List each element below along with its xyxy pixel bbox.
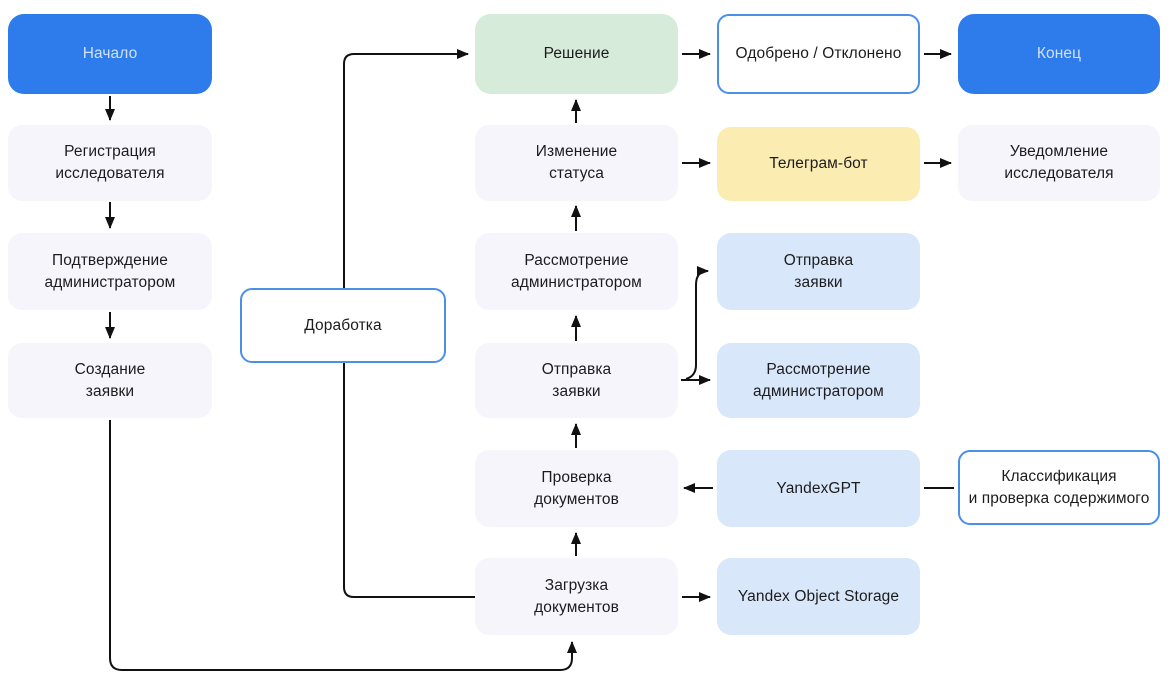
node-notification-label-1: Уведомление (1009, 143, 1109, 160)
node-confirmation-label-1: Подтверждение (51, 251, 169, 269)
node-admin-review-ext-label-1: Рассмотрение (766, 360, 871, 378)
edge-submit-submitext (685, 266, 709, 380)
node-registration: Регистрация исследователя (8, 125, 212, 201)
node-classification-label-1: Классификация (1001, 467, 1117, 485)
node-status-change-label-2: статуса (549, 165, 604, 182)
node-admin-review-label-2: администратором (511, 273, 642, 291)
node-rework-label: Доработка (304, 316, 382, 334)
node-confirmation-label-2: администратором (44, 273, 176, 291)
node-end-label: Конец (1036, 45, 1082, 62)
node-start-label: Начало (82, 45, 138, 62)
node-classification-label-2: и проверка содержимого (968, 489, 1150, 507)
node-status-change-label-1: Изменение (535, 143, 618, 160)
node-doc-upload: Загрузка документов (475, 558, 678, 635)
node-submit-request-ext: Отправка заявки (717, 233, 920, 310)
node-telegram-bot-label: Телеграм-бот (769, 155, 868, 172)
node-decision: Решение (475, 14, 678, 94)
node-yandex-object-storage-label: Yandex Object Storage (737, 587, 900, 605)
node-creation-label-2: заявки (85, 382, 135, 400)
node-creation: Создание заявки (8, 343, 212, 418)
node-submit-request-label-2: заявки (552, 382, 601, 400)
node-notification: Уведомление исследователя (958, 125, 1160, 201)
node-classification: Классификация и проверка содержимого (958, 450, 1160, 525)
node-end: Конец (958, 14, 1160, 94)
node-yandex-gpt-label: YandexGPT (776, 479, 861, 497)
node-admin-review-ext-label-2: администратором (753, 382, 884, 400)
node-approved-rejected-label: Одобрено / Отклонено (735, 45, 902, 62)
node-yandex-gpt: YandexGPT (717, 450, 920, 527)
node-doc-check: Проверка документов (475, 450, 678, 527)
node-decision-label: Решение (543, 45, 610, 62)
node-submit-request-ext-label-1: Отправка (783, 251, 854, 269)
node-doc-check-label-1: Проверка (541, 468, 612, 486)
node-yandex-object-storage: Yandex Object Storage (717, 558, 920, 635)
node-notification-label-2: исследователя (1004, 165, 1114, 182)
node-admin-review-label-1: Рассмотрение (524, 251, 629, 269)
node-doc-upload-label-1: Загрузка (544, 576, 609, 594)
node-registration-label-2: исследователя (55, 165, 165, 182)
node-rework: Доработка (240, 288, 446, 363)
node-creation-label-1: Создание (74, 360, 146, 378)
node-telegram-bot: Телеграм-бот (717, 127, 920, 201)
node-admin-review: Рассмотрение администратором (475, 233, 678, 310)
node-start: Начало (8, 14, 212, 94)
node-registration-label-1: Регистрация (64, 143, 156, 160)
node-confirmation: Подтверждение администратором (8, 233, 212, 310)
edge-creation-docupload (109, 420, 577, 671)
node-submit-request-label-1: Отправка (541, 360, 612, 378)
node-approved-rejected: Одобрено / Отклонено (717, 14, 920, 94)
node-doc-upload-label-2: документов (534, 598, 619, 616)
node-doc-check-label-2: документов (534, 490, 619, 508)
node-admin-review-ext: Рассмотрение администратором (717, 343, 920, 418)
node-submit-request-ext-label-2: заявки (794, 273, 843, 291)
node-submit-request: Отправка заявки (475, 343, 678, 418)
node-status-change: Изменение статуса (475, 125, 678, 201)
